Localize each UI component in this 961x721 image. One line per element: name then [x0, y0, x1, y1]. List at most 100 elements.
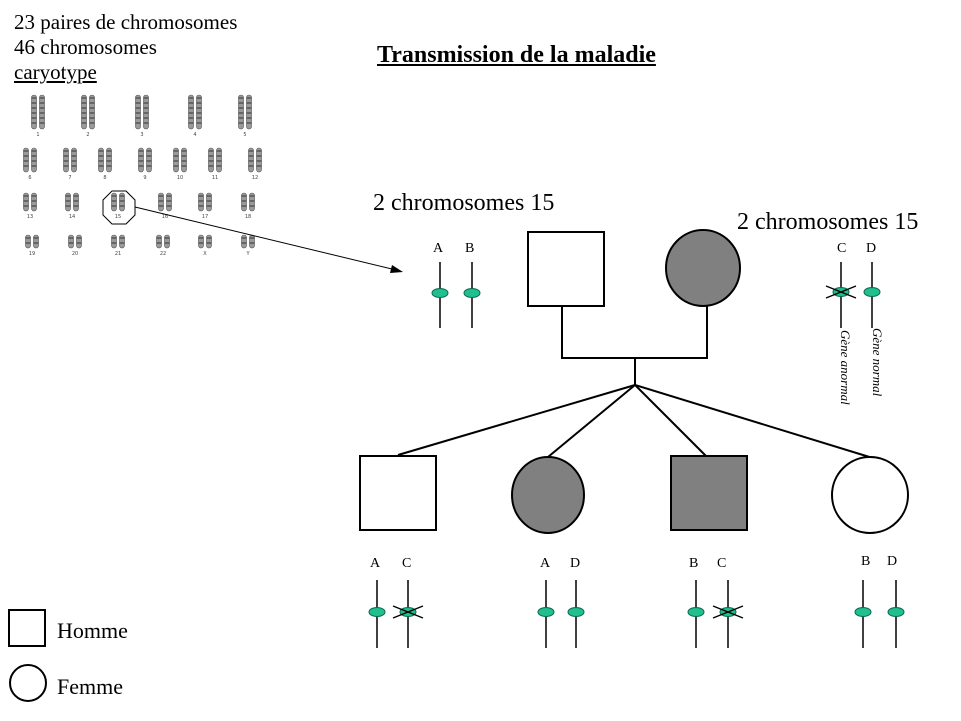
- mutation-cross: [712, 605, 744, 619]
- karyotype-chromosome: [173, 147, 179, 173]
- normal-gene-marker: [887, 607, 905, 617]
- child1-allele-label: C: [402, 556, 412, 571]
- karyotype-pair-number: 11: [212, 175, 218, 181]
- karyotype-pair-number: 3: [140, 132, 143, 138]
- child1-allele-label: A: [370, 556, 381, 571]
- mother-allele-label: C: [837, 241, 847, 256]
- karyotype-chromosome: [248, 147, 254, 173]
- karyotype-chromosome: [81, 94, 87, 130]
- karyotype-pair-number: 7: [68, 175, 71, 181]
- mutation-cross: [392, 605, 424, 619]
- karyotype-chromosome: [156, 234, 162, 249]
- branch-child1: [397, 384, 636, 456]
- karyotype-chromosome: [68, 234, 74, 249]
- child2-allele-label: D: [570, 556, 581, 571]
- child4-circle: [831, 456, 909, 534]
- karyotype-chromosome: [246, 94, 252, 130]
- karyotype-chromosome: [33, 234, 39, 249]
- child4-allele-label: B: [861, 554, 871, 569]
- child3-square: [670, 455, 748, 531]
- karyotype-chromosome: [238, 94, 244, 130]
- child2-allele-label: A: [540, 556, 551, 571]
- karyotype-chromosome: [71, 147, 77, 173]
- karyotype-pair-number: 13: [27, 214, 33, 220]
- karyotype-chromosome: [111, 234, 117, 249]
- karyotype-chromosome: [241, 234, 247, 249]
- legend-male-label: Homme: [57, 618, 128, 643]
- karyotype-count-text: 46 chromosomes: [14, 35, 157, 59]
- normal-gene-marker: [431, 288, 449, 298]
- karyotype-chromosome: [206, 234, 212, 249]
- branch-child4: [634, 384, 877, 460]
- karyotype-chromosome: [181, 147, 187, 173]
- mutation-cross: [825, 285, 857, 299]
- father-allele-label: B: [465, 241, 475, 256]
- karyotype-pair-number: 12: [252, 175, 258, 181]
- karyotype-pair-number: 22: [160, 251, 166, 257]
- karyotype-chromosome: [98, 147, 104, 173]
- karyotype-pair-number: 17: [202, 214, 208, 220]
- karyotype-chromosome: [249, 234, 255, 249]
- karyotype-pair-number: 21: [115, 251, 121, 257]
- normal-gene-marker: [854, 607, 872, 617]
- pair-15-highlight: [102, 190, 136, 225]
- karyotype-pair-number: 15: [115, 214, 121, 220]
- title-part1: Transmission: [377, 42, 514, 68]
- karyotype-chromosome: [196, 94, 202, 130]
- karyotype-chromosome: [188, 94, 194, 130]
- father-square: [527, 231, 605, 307]
- normal-gene-marker: [368, 607, 386, 617]
- karyotype-pair-number: 10: [177, 175, 183, 181]
- branch-child3: [634, 384, 707, 457]
- karyotype-chromosome: [256, 147, 262, 173]
- karyotype-pair-number: 4: [193, 132, 196, 138]
- karyotype-pair-number: Y: [245, 251, 250, 257]
- karyotype-chromosome: [25, 234, 31, 249]
- legend-female-label: Femme: [57, 674, 123, 699]
- karyotype-chromosome: [198, 234, 204, 249]
- karyotype-pair-number: 18: [245, 214, 251, 220]
- child4-allele-label: D: [887, 554, 898, 569]
- karyotype-pair-number: 16: [162, 214, 168, 220]
- karyotype-chromosome: [31, 147, 37, 173]
- mother-chromosome-heading: 2 chromosomes 15: [737, 209, 919, 235]
- normal-gene-marker: [567, 607, 585, 617]
- title-part2: de la maladie: [513, 42, 656, 68]
- karyotype-pair-number: X: [203, 251, 207, 257]
- karyotype-pair-number: 20: [72, 251, 78, 257]
- arrow-head: [390, 265, 403, 273]
- karyotype-chromosome: [76, 234, 82, 249]
- mother-allele-label: D: [866, 241, 877, 256]
- child2-circle: [511, 456, 585, 534]
- chromosome-group: [368, 262, 905, 648]
- karyotype-chromosome: [208, 147, 214, 173]
- karyotype-chromosome: [106, 147, 112, 173]
- karyotype-chromosome: [89, 94, 95, 130]
- karyotype-pair-number: 5: [243, 132, 246, 138]
- karyotype-pair-number: 19: [29, 251, 35, 257]
- father-chromosome-heading: 2 chromosomes 15: [373, 190, 555, 216]
- normal-gene-marker: [863, 287, 881, 297]
- karyotype-chromosome: [146, 147, 152, 173]
- karyotype-chromosome: [39, 94, 45, 130]
- child3-allele-label: B: [689, 556, 699, 571]
- karyotype-chromosome: [216, 147, 222, 173]
- father-allele-label: A: [433, 241, 444, 256]
- karyotype-chromosome: [135, 94, 141, 130]
- karyotype-chromosome: [31, 94, 37, 130]
- karyotype-pair-number: 2: [86, 132, 89, 138]
- page-title: Transmission de la maladie: [377, 43, 656, 67]
- karyotype-pair-number: 9: [143, 175, 146, 181]
- karyotype-chromosome: [138, 147, 144, 173]
- karyotype-chromosome: [164, 234, 170, 249]
- karyotype-pair-number: 1: [36, 132, 39, 138]
- karyotype-pair-number: 14: [69, 214, 75, 220]
- karyotype-pair-number: 6: [28, 175, 31, 181]
- legend-female-circle: [9, 664, 47, 702]
- normal-gene-marker: [463, 288, 481, 298]
- karyotype-chromosome: [63, 147, 69, 173]
- child3-allele-label: C: [717, 556, 727, 571]
- branch-child2: [547, 384, 636, 458]
